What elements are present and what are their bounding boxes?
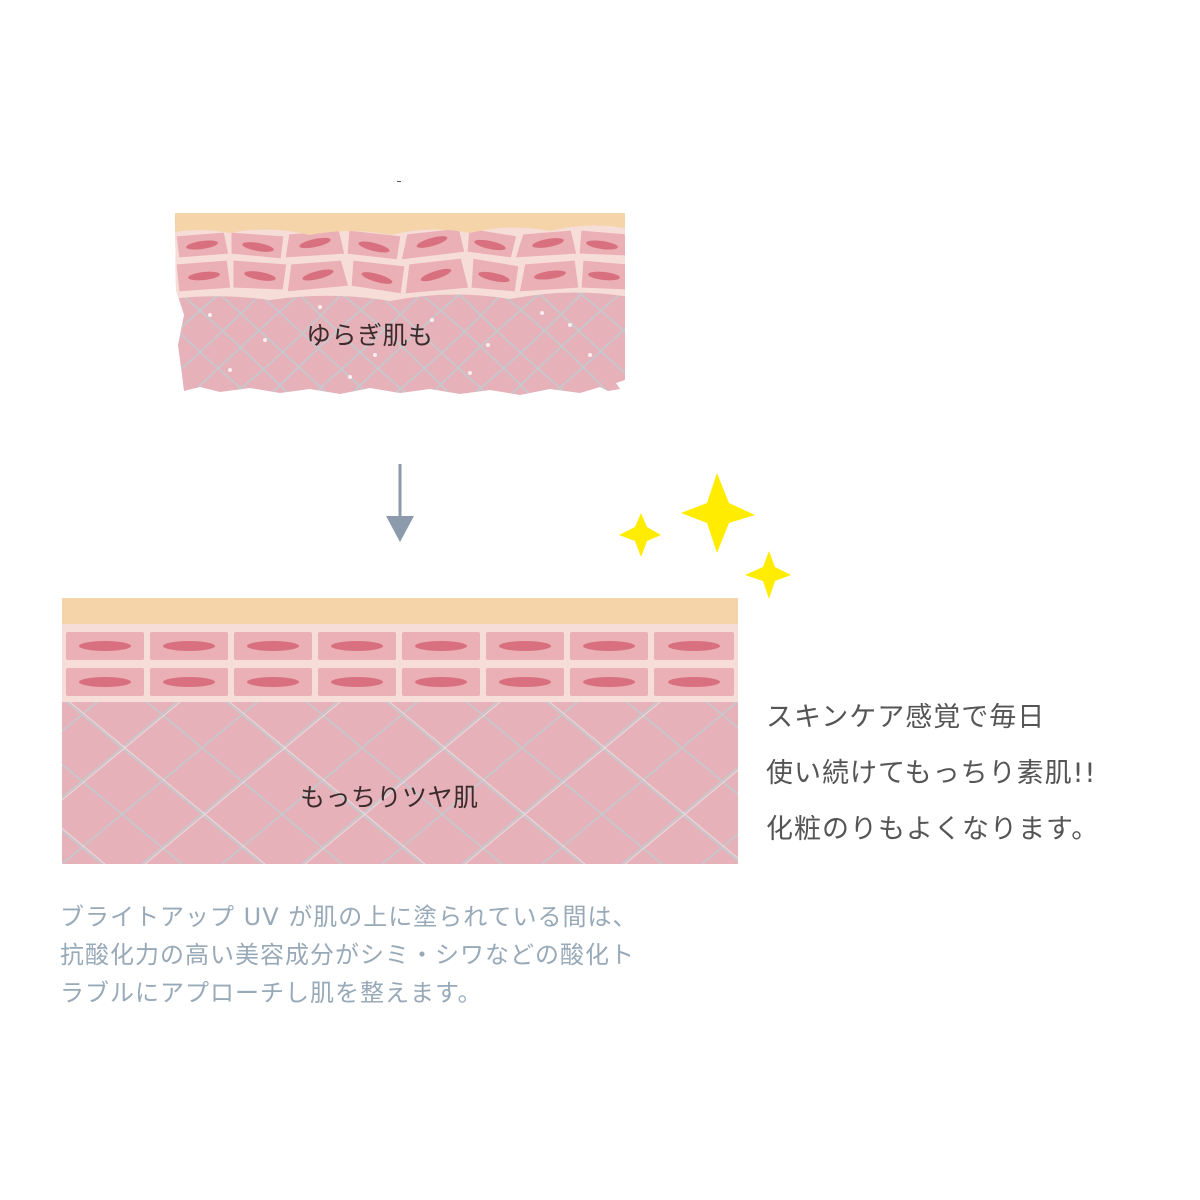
epidermis-cells-irregular [175, 225, 625, 297]
sparkle-icon [619, 473, 791, 599]
surface-layer [62, 598, 738, 624]
surface-layer [175, 213, 625, 235]
skin-diagram-irregular [175, 213, 625, 395]
collagen-mesh-highlight [62, 697, 738, 864]
after-skin-label: もっちりツヤ肌 [300, 783, 479, 812]
side-caption: スキンケア感覚で毎日 使い続けてもっちり素肌!! 化粧のりもよくなります。 [766, 690, 1186, 858]
mesh-sparkle-dots [208, 305, 592, 379]
description-text: ブライトアップ UV が肌の上に塗られている間は、 抗酸化力の高い美容成分がシミ… [60, 898, 760, 1012]
description-line: ラブルにアプローチし肌を整えます。 [60, 979, 483, 1007]
side-caption-line: スキンケア感覚で毎日 [766, 702, 1046, 733]
cell-nuclei [79, 641, 720, 687]
description-line: 抗酸化力の高い美容成分がシミ・シワなどの酸化ト [60, 941, 635, 969]
before-skin-label: ゆらぎ肌も [306, 321, 434, 350]
collagen-mesh-irregular [175, 284, 625, 395]
down-arrow-icon [386, 464, 414, 542]
skin-diagram-healthy [62, 598, 738, 864]
stray-mark [397, 181, 401, 182]
side-caption-line: 使い続けてもっちり素肌!! [766, 758, 1097, 789]
cell-nuclei [186, 236, 620, 284]
description-line: ブライトアップ UV が肌の上に塗られている間は、 [60, 903, 638, 931]
side-caption-line: 化粧のりもよくなります。 [766, 814, 1100, 845]
collagen-mesh-regular [62, 697, 738, 864]
epidermis-cells-regular [62, 628, 738, 700]
